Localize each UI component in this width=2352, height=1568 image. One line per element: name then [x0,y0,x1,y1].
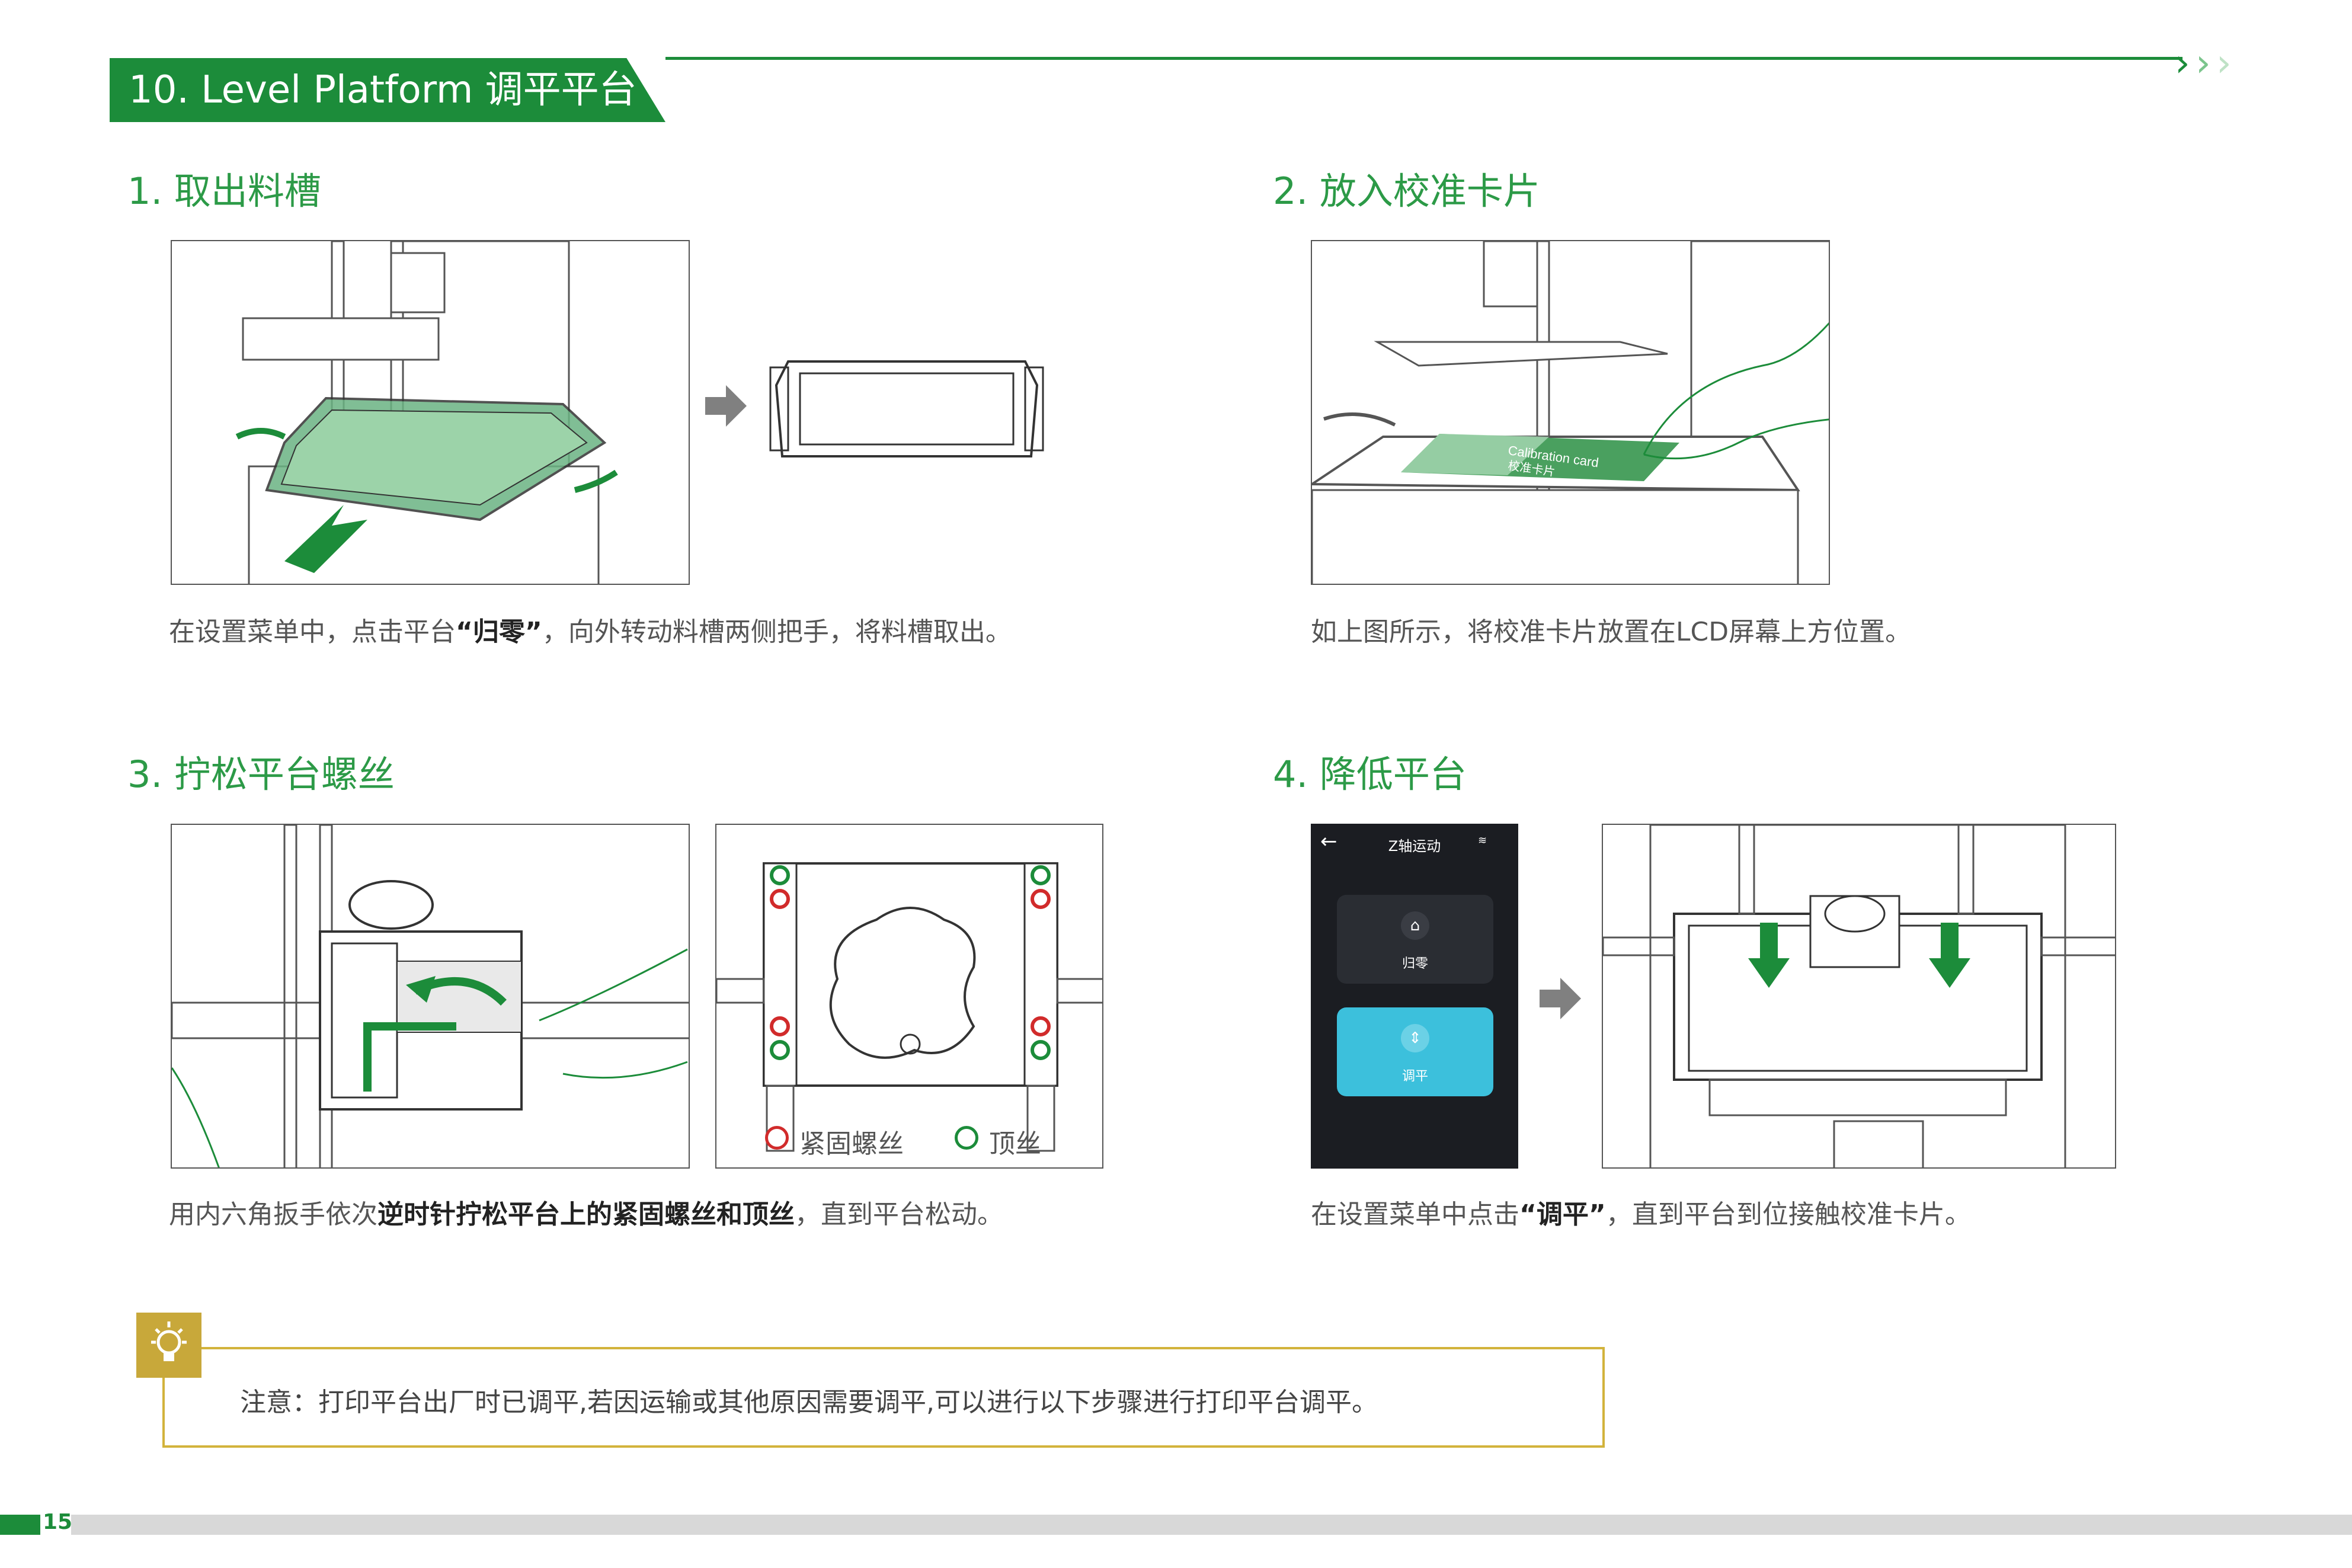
step-1-caption: 在设置菜单中，点击平台“归零”，向外转动料槽两侧把手，将料槽取出。 [169,617,1012,647]
section-title: 10. Level Platform 调平平台 [110,58,665,122]
resin-vat-illustration [764,338,1049,476]
level-icon: ⇕ [1401,1024,1429,1052]
step-3-title: 3. 拧松平台螺丝 [127,753,395,796]
step-1-figure-printer [171,240,690,585]
step-3-figure-platform [171,824,690,1169]
note-box [162,1347,1605,1448]
phone-title: Z轴运动 [1388,838,1441,855]
step-4-caption: 在设置菜单中点击“调平”，直到平台到位接触校准卡片。 [1311,1199,1971,1230]
chevron-right-icon: › [2175,41,2190,85]
home-icon: ⌂ [1401,911,1429,940]
phone-screen: ← Z轴运动 ≋ ⌂ 归零 ⇕ 调平 [1311,824,1518,1169]
step-2-title: 2. 放入校准卡片 [1273,169,1540,213]
step-1-title: 1. 取出料槽 [127,169,321,213]
legend-green-circle-icon [955,1126,978,1150]
step-2-caption: 如上图所示，将校准卡片放置在LCD屏幕上方位置。 [1311,617,1912,647]
arrow-right-icon [705,385,747,429]
home-button[interactable]: ⌂ 归零 [1337,895,1493,984]
chevron-right-icon: › [2216,41,2232,85]
legend-red-circle-icon [765,1126,789,1150]
arrow-right-icon [1540,978,1581,1022]
step-4-title: 4. 降低平台 [1273,753,1467,796]
home-button-label: 归零 [1401,956,1428,971]
wifi-icon: ≋ [1478,834,1487,847]
legend-green-label: 顶丝 [989,1129,1041,1159]
note-text: 注意：打印平台出厂时已调平,若因运输或其他原因需要调平,可以进行以下步骤进行打印… [240,1387,1378,1417]
legend-red-label: 紧固螺丝 [799,1129,904,1159]
chevron-right-icon: › [2196,41,2211,85]
header-rule [665,57,2183,60]
level-button-label: 调平 [1401,1069,1428,1084]
step-3-figure-screws: 紧固螺丝 顶丝 [715,824,1103,1169]
step-2-figure-printer: Calibration card 校准卡片 [1311,240,1830,585]
step-3-caption: 用内六角扳手依次逆时针拧松平台上的紧固螺丝和顶丝，直到平台松动。 [169,1199,1003,1230]
footer-bar [71,1515,2352,1535]
step-4-figure-platform [1602,824,2116,1169]
page-number: 15 [43,1510,73,1534]
level-button[interactable]: ⇕ 调平 [1337,1007,1493,1096]
back-arrow-icon[interactable]: ← [1320,830,1337,853]
footer-green-block [0,1515,40,1535]
lightbulb-icon [136,1313,201,1378]
